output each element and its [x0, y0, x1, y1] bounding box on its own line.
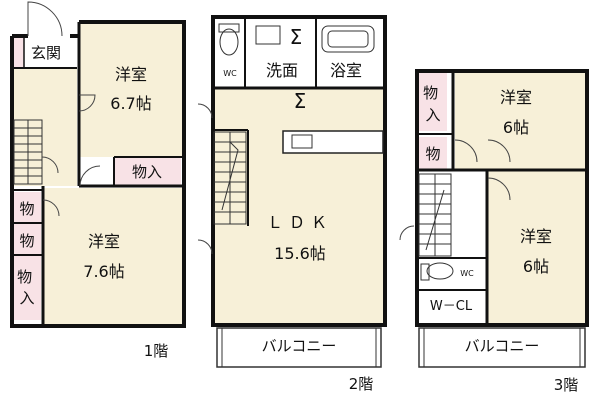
outer-wall-1: [10, 20, 186, 328]
room-1-bottom-size: 7.6帖: [83, 262, 124, 281]
ldk-fill: [214, 88, 384, 324]
room-3-bottom-size: 6帖: [523, 257, 549, 276]
toilet-tank-icon-3: [420, 263, 430, 281]
storage-3-top-line-1: 物: [423, 84, 438, 102]
fridge-icon: Σ: [294, 89, 307, 113]
storage-fill-3-mid: [419, 137, 447, 169]
room-fill-1-top: [79, 23, 183, 157]
door-icon-1a: [78, 94, 96, 112]
toilet-icon-3: [426, 262, 454, 280]
door-icon-3d: [399, 225, 415, 241]
door-icon-1c: [42, 199, 60, 217]
floor-1: 玄関 洋室 6.7帖 物入 物 物 洋室 7.6帖 物 入 1階: [10, 1, 186, 360]
floor-2: Σ Σ WC 洗面 浴室 ＬＤＫ 15.6帖 バルコニー 2階: [197, 15, 387, 393]
door-icon-1d: [79, 165, 101, 187]
room-1-bottom-name: 洋室: [88, 232, 120, 251]
hall-fill-1: [13, 68, 77, 186]
genkan-label: 玄関: [31, 44, 61, 62]
washer-icon: Σ: [290, 25, 303, 49]
storage-3-top-label: 物 入: [423, 84, 443, 124]
storage-fill-3-top: [419, 73, 447, 131]
floor-3-label: 3階: [554, 376, 579, 394]
stairs-3: [418, 173, 452, 257]
ldk-name: ＬＤＫ: [267, 213, 333, 232]
balcony-2: [216, 327, 382, 368]
wc-3-label: WC: [460, 269, 474, 278]
room-3-top-name: 洋室: [500, 88, 532, 107]
toilet-tank-icon-2: [218, 23, 240, 33]
kitchen-sink-icon: [291, 134, 313, 149]
storage-fill-1-c: [13, 256, 41, 320]
washroom-label: 洗面: [266, 61, 298, 80]
storage-fill-1-right: [114, 157, 181, 186]
door-icon-2b: [197, 239, 213, 255]
door-icon-3c: [487, 177, 511, 201]
room-1-top-size: 6.7帖: [110, 94, 151, 113]
toilet-icon-2: [219, 28, 239, 56]
kitchen-counter: [282, 130, 384, 154]
bathtub-icon: [321, 25, 375, 53]
storage-1-c-line-2: 入: [19, 289, 34, 307]
door-icon-3a: [454, 139, 478, 163]
bathtub-inner-icon: [327, 30, 369, 48]
room-3-top-size: 6帖: [503, 118, 529, 137]
storage-1-right-label: 物入: [132, 163, 162, 181]
floor-1-label: 1階: [144, 342, 169, 360]
wcl-label: W－CL: [430, 299, 473, 314]
balcony-3-label: バルコニー: [465, 337, 540, 355]
room-3-bottom-name: 洋室: [520, 227, 552, 246]
stairs-1: [13, 119, 43, 185]
room-1-top-name: 洋室: [115, 65, 147, 84]
room-fill-3-bottom: [487, 171, 586, 325]
entrance-door-icon: [27, 1, 63, 37]
door-icon-3b: [487, 139, 511, 163]
wc-2-label: WC: [223, 69, 237, 78]
storage-1-b-label: 物: [19, 232, 34, 250]
storage-3-mid-label: 物: [425, 145, 440, 163]
storage-3-top-line-2: 入: [425, 106, 440, 124]
storage-fill-1-b: [13, 224, 41, 254]
floor-2-label: 2階: [349, 375, 374, 393]
door-icon-2a: [197, 103, 213, 119]
room-fill-3-top: [455, 73, 586, 171]
ldk-size: 15.6帖: [274, 244, 326, 263]
door-icon-1b: [41, 156, 59, 174]
room-fill-1-bottom: [43, 188, 183, 325]
bathroom-label: 浴室: [330, 61, 362, 80]
balcony-2-label: バルコニー: [262, 337, 337, 355]
stairs-2: [213, 131, 247, 225]
wash-basin-icon: [255, 25, 281, 45]
balcony-3: [418, 327, 586, 368]
floor-3: 物 入 物 洋室 6帖 洋室 6帖 WC W－CL バルコニー 3階: [399, 69, 589, 394]
storage-1-a-label: 物: [19, 200, 34, 218]
storage-fill-1-a: [13, 192, 41, 222]
outer-wall-3: [415, 69, 589, 327]
wet-area-fill: [214, 18, 384, 88]
outer-wall-2: [211, 15, 387, 327]
genkan-fill: [13, 36, 24, 68]
storage-1-c-line-1: 物: [17, 268, 32, 286]
storage-1-c-label: 物 入: [17, 268, 37, 307]
